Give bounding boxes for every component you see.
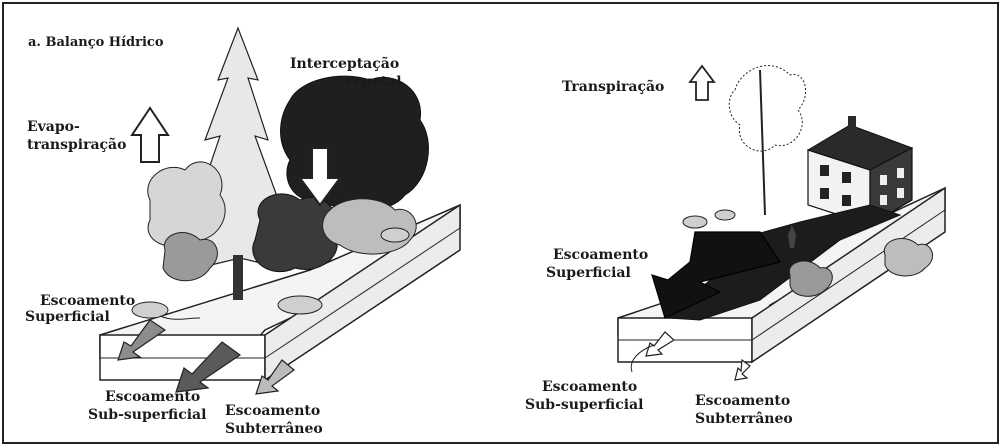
- interception-label-line2: vegetal: [345, 73, 402, 91]
- right-groundwater-runoff-label-line1: Escoamento: [695, 392, 790, 410]
- conifer-trunk: [233, 255, 243, 300]
- left-shrub-4: [163, 233, 217, 281]
- sparse-tree-crown: [729, 66, 805, 152]
- right-subsurface-runoff-label-line1: Escoamento: [542, 378, 637, 396]
- evapotranspiration-label-line1: Evapo-: [27, 118, 80, 136]
- left-subsurface-runoff-label-line1: Escoamento: [105, 388, 200, 406]
- figure-title: a. Balanço Hídrico: [28, 34, 164, 52]
- left-groundwater-runoff-label-line1: Escoamento: [225, 402, 320, 420]
- left-surface-runoff-label-line2: Superficial: [25, 308, 110, 326]
- right-surface-runoff-label-line2: Superficial: [546, 264, 631, 282]
- right-groundwater-runoff-arrow: [735, 360, 750, 380]
- transpiration-label: Transpiração: [562, 78, 664, 96]
- house-scene: [668, 66, 933, 320]
- dark-canopy: [281, 76, 429, 211]
- right-subsurface-runoff-label-line2: Sub-superficial: [525, 396, 643, 414]
- transpiration-arrow: [690, 66, 714, 100]
- interception-label-line1: Interceptação: [290, 55, 399, 73]
- evapotranspiration-label-line2: transpiração: [27, 136, 126, 154]
- evapotranspiration-arrow: [132, 108, 168, 162]
- right-groundwater-runoff-label-line2: Subterrâneo: [695, 410, 793, 428]
- left-subsurface-runoff-label-line2: Sub-superficial: [88, 406, 206, 424]
- left-groundwater-runoff-label-line2: Subterrâneo: [225, 420, 323, 438]
- right-surface-runoff-label-line1: Escoamento: [553, 246, 648, 264]
- chimney: [848, 116, 856, 132]
